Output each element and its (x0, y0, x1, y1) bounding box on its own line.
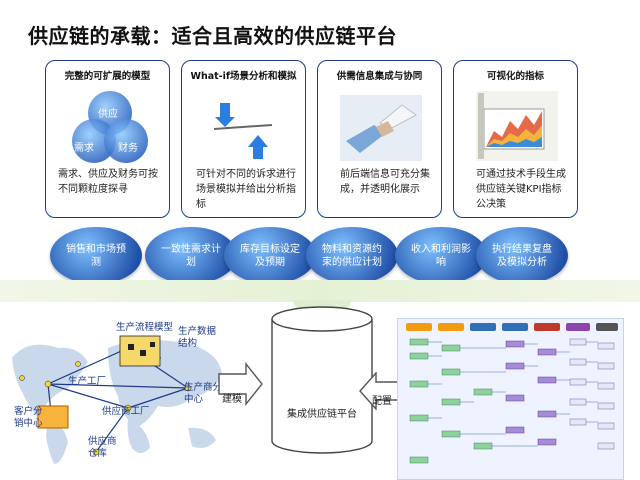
page-title: 供应链的承载：适合且高效的供应链平台 (28, 24, 397, 48)
card-desc: 可针对不同的诉求进行场景模拟并给出分析指标 (196, 169, 296, 210)
circle-label: 收入和利润影响 (411, 243, 471, 268)
card-title: 可视化的指标 (486, 71, 544, 82)
label-factory: 生产工厂 (68, 376, 107, 387)
label-customer: 客户分销中心 (14, 406, 43, 429)
supply-network-map: 生产流程模型 生产数据结构 生产工厂 生产商分销中心 客户分销中心 供应商工厂 … (8, 318, 232, 468)
venn-label-finance: 财务 (118, 143, 138, 154)
card-desc: 需求、供应及财务可按不同颗粒度探寻 (58, 169, 158, 195)
circle-label: 一致性需求计划 (161, 243, 221, 268)
balance-icon (210, 99, 280, 159)
venn-diagram: 供应 需求 财务 (60, 89, 160, 169)
circle-label: 物料和资源约束的供应计划 (322, 243, 382, 268)
arrow-left-icon (359, 372, 400, 410)
label-supplier-warehouse: 供应商仓库 (88, 436, 117, 459)
card-collaboration: 供需信息集成与协同 前后端信息可充分集成，并透明化展示 (317, 60, 442, 218)
circle-label: 销售和市场预测 (66, 243, 126, 268)
card-model: 完整的可扩展的模型 供应 需求 财务 需求、供应及财务可按不同颗粒度探寻 (45, 60, 170, 218)
card-desc: 前后端信息可充分集成，并透明化展示 (340, 169, 430, 195)
venn-circle-demand (72, 119, 116, 163)
circle-revenue-impact: 收入和利润影响 (395, 227, 487, 284)
process-flow-screenshot (397, 318, 624, 480)
background-band (0, 280, 640, 302)
venn-label-demand: 需求 (74, 143, 94, 154)
label-data-structure: 生产数据结构 (178, 326, 217, 349)
card-desc: 可通过技术手段生成供应链关键KPI指标公决策 (476, 169, 566, 210)
label-distribution-center: 生产商分销中心 (184, 382, 232, 405)
circle-demand-plan: 一致性需求计划 (145, 227, 237, 284)
venn-label-supply: 供应 (98, 109, 118, 120)
card-kpi: 可视化的指标 可通过技术手段生成供应链关键KPI指标公决策 (453, 60, 578, 218)
circle-sales-forecast: 销售和市场预测 (50, 227, 142, 284)
venn-circle-finance (104, 119, 148, 163)
circle-execution-review: 执行结果复盘及模拟分析 (476, 227, 568, 284)
circle-label: 执行结果复盘及模拟分析 (492, 243, 552, 268)
card-title: 完整的可扩展的模型 (64, 71, 151, 82)
label-process-model: 生产流程模型 (116, 322, 174, 333)
card-title: 供需信息集成与协同 (336, 71, 423, 82)
card-whatif: What-if场景分析和模拟 可针对不同的诉求进行场景模拟并给出分析指标 (181, 60, 306, 218)
arrow-right-icon (218, 362, 263, 406)
circle-inventory-target: 库存目标设定及预期 (224, 227, 316, 284)
handshake-image (340, 95, 422, 161)
label-supplier-factory: 供应商工厂 (102, 406, 150, 417)
circle-label: 库存目标设定及预期 (240, 243, 300, 268)
label-modeling: 建模 (222, 394, 242, 405)
circle-supply-plan: 物料和资源约束的供应计划 (306, 227, 398, 284)
chart-image (476, 91, 558, 161)
platform-label: 集成供应链平台 (287, 409, 357, 420)
label-configuration: 配置 (372, 396, 392, 407)
card-title: What-if场景分析和模拟 (190, 71, 297, 82)
database-cylinder (271, 306, 373, 454)
